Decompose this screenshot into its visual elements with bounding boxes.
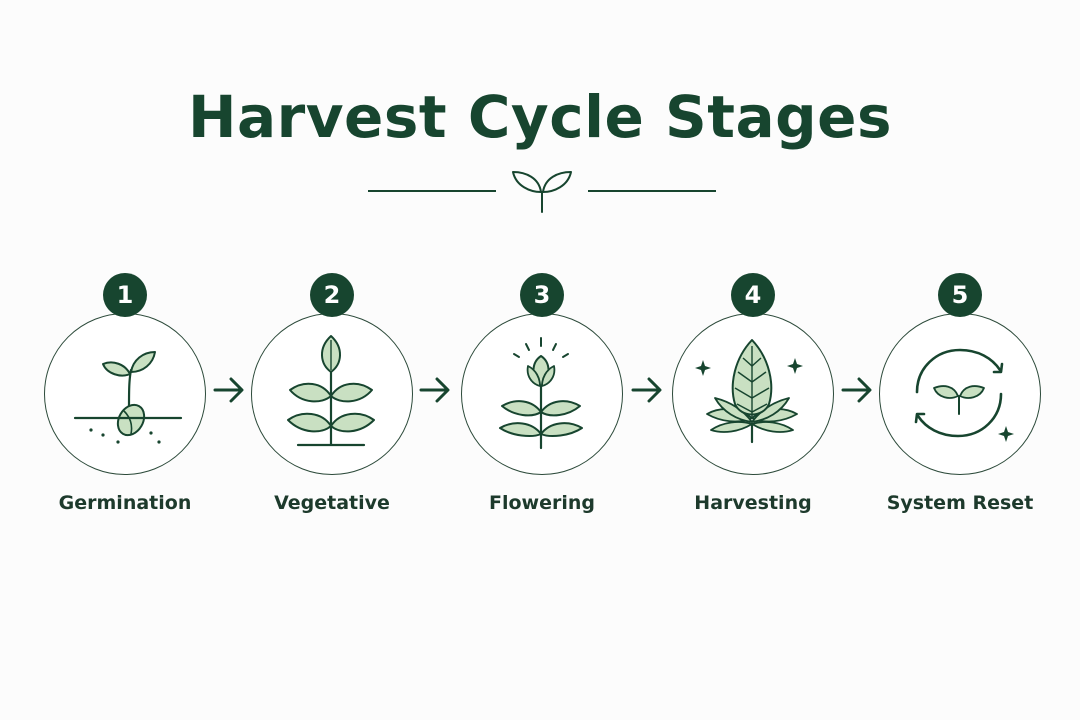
divider-line-right bbox=[588, 190, 716, 192]
stage-label: Flowering bbox=[489, 492, 595, 514]
arrow-right-icon bbox=[841, 377, 872, 403]
stage-germination: 1 Germination bbox=[40, 0, 210, 720]
arrow-right-icon bbox=[631, 377, 662, 403]
stage-icon-circle bbox=[461, 313, 623, 475]
stage-icon-circle bbox=[251, 313, 413, 475]
page-title: Harvest Cycle Stages bbox=[187, 83, 893, 151]
stage-number-badge: 2 bbox=[310, 273, 354, 317]
stage-harvesting: 4 Harvesting bbox=[668, 0, 838, 720]
divider-line-left bbox=[368, 190, 496, 192]
harvest-bud-icon bbox=[695, 339, 803, 444]
stage-label: Germination bbox=[58, 492, 192, 514]
stage-label: Vegetative bbox=[274, 492, 390, 514]
stage-flowering: 3 Flowering bbox=[457, 0, 627, 720]
arrow-right-icon bbox=[419, 377, 450, 403]
stage-icon-circle bbox=[672, 313, 834, 475]
stage-label: System Reset bbox=[886, 492, 1034, 514]
stage-icon-circle bbox=[44, 313, 206, 475]
sprout-icon bbox=[512, 171, 572, 213]
stage-number-badge: 4 bbox=[731, 273, 775, 317]
stage-system-reset: 5 System Reset bbox=[875, 0, 1045, 720]
arrow-right-icon bbox=[213, 377, 244, 403]
stage-number-badge: 5 bbox=[938, 273, 982, 317]
stage-icon-circle bbox=[879, 313, 1041, 475]
flowering-plant-icon bbox=[499, 337, 583, 450]
stage-number-badge: 1 bbox=[103, 273, 147, 317]
leafy-plant-icon bbox=[287, 335, 375, 447]
seedling-icon bbox=[73, 351, 183, 444]
stage-vegetative: 2 Vegetative bbox=[247, 0, 417, 720]
cycle-reset-icon bbox=[914, 348, 1014, 442]
stage-label: Harvesting bbox=[694, 492, 812, 514]
stage-number-badge: 3 bbox=[520, 273, 564, 317]
